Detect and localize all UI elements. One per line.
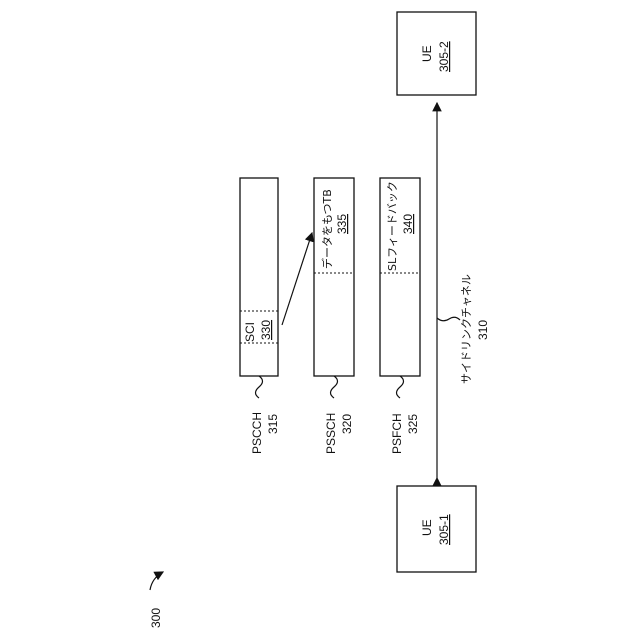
fb-ref: 340 xyxy=(401,214,415,234)
pscch-name: PSCCH xyxy=(250,412,264,454)
sidelink-channel: サイドリンクチャネル 310 xyxy=(437,103,490,478)
pscch-ref: 315 xyxy=(266,414,280,434)
sci-to-tb-arrow xyxy=(282,233,312,325)
ue-left-box: UE 305-1 xyxy=(397,486,476,572)
pssch-ref: 320 xyxy=(340,414,354,434)
psfch-ref: 325 xyxy=(406,414,420,434)
figure-ref: 300 xyxy=(149,608,163,628)
ue-left-title: UE xyxy=(420,519,434,536)
figure-ref-arrow xyxy=(150,572,163,590)
pscch-leader xyxy=(256,376,263,398)
fb-label: SLフィードバック xyxy=(386,181,399,271)
ue-right-ref: 305-2 xyxy=(437,41,451,72)
sidelink-leader xyxy=(437,317,460,321)
tb-label: データをもつTB xyxy=(320,189,334,269)
tb-ref: 335 xyxy=(335,214,349,234)
psfch-leader xyxy=(397,376,404,398)
ue-right-box: UE 305-2 xyxy=(397,12,476,95)
ue-right-title: UE xyxy=(420,45,434,62)
sci-ref: 330 xyxy=(259,320,273,340)
figure-ref-group: 300 xyxy=(149,572,163,628)
psfch-column: SLフィードバック 340 PSFCH 325 xyxy=(380,178,420,454)
sidelink-label: サイドリンクチャネル xyxy=(460,274,473,384)
pssch-name: PSSCH xyxy=(324,413,338,454)
pssch-leader xyxy=(331,376,338,398)
psfch-name: PSFCH xyxy=(390,413,404,454)
ue-left-ref: 305-1 xyxy=(437,514,451,545)
sci-label: SCI xyxy=(243,322,257,342)
sidelink-ref: 310 xyxy=(476,320,490,340)
pscch-column: SCI 330 PSCCH 315 xyxy=(240,178,280,454)
pssch-column: データをもつTB 335 PSSCH 320 xyxy=(314,178,354,454)
